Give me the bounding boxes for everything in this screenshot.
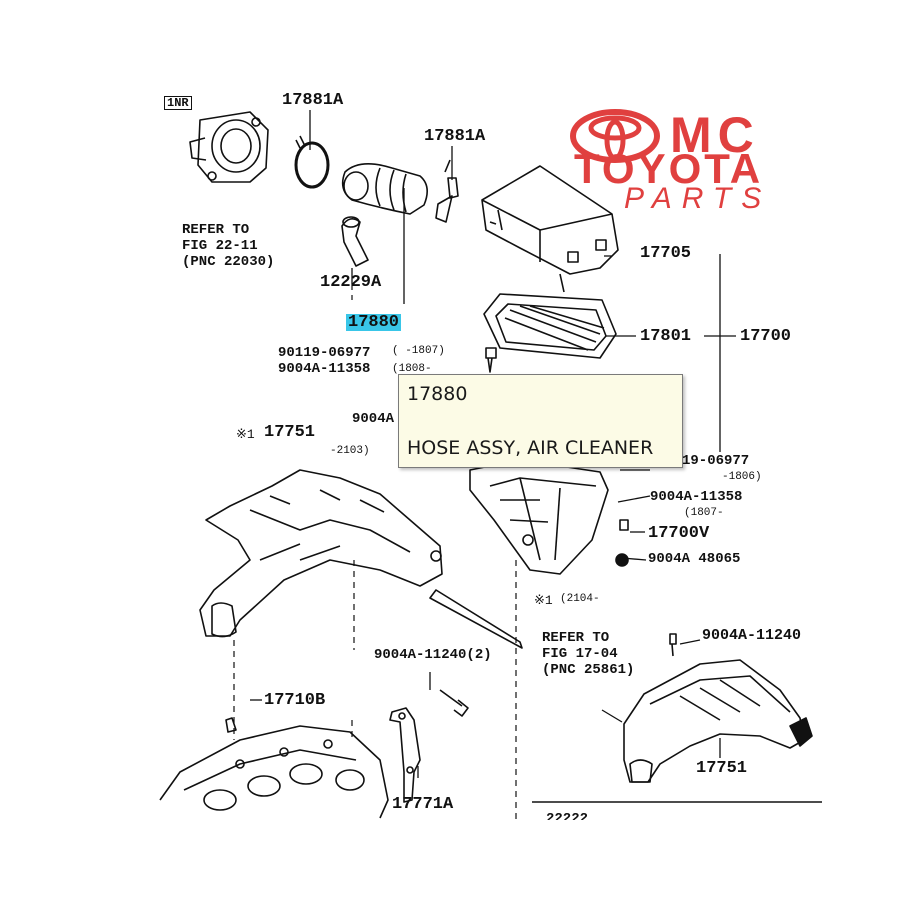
omc-toyota-logo: MC TOYOTA PARTS xyxy=(570,108,850,218)
part-tooltip: 17880 HOSE ASSY, AIR CLEANER xyxy=(398,374,683,468)
part-90119-06977-right[interactable]: 19-06977 xyxy=(682,453,750,469)
part-17771a[interactable]: 17771A xyxy=(392,795,454,814)
part-9004a-11358-right[interactable]: 9004A-11358 xyxy=(650,489,743,505)
part-9004a-48065[interactable]: 9004A 48065 xyxy=(648,551,741,567)
range-2104: (2104- xyxy=(560,593,600,605)
part-17801[interactable]: 17801 xyxy=(640,327,692,346)
refer-to-fig-17[interactable]: REFER TO FIG 17-04 (PNC 25861) xyxy=(542,630,634,678)
refer-22-line2: FIG 22-11 xyxy=(182,238,258,255)
range-1808: (1808- xyxy=(392,363,432,375)
refer-22-line1: REFER TO xyxy=(182,222,250,238)
cylinder-head-drawing xyxy=(159,717,389,819)
part-cut-off-label: 22222 xyxy=(546,812,589,820)
part-9004a-11358-left[interactable]: 9004A-11358 xyxy=(278,361,371,377)
range-1807: ( -1807) xyxy=(392,345,445,357)
tooltip-part-number: 17880 xyxy=(407,383,468,405)
part-9004a-11240-right[interactable]: 9004A-11240 xyxy=(702,627,802,644)
grommet-drawing xyxy=(615,553,629,567)
part-9004a-11240-x2[interactable]: 9004A-11240(2) xyxy=(374,647,492,663)
engine-tag: 1NR xyxy=(164,96,192,110)
dashed-guides xyxy=(233,284,517,820)
part-17705[interactable]: 17705 xyxy=(640,244,692,263)
rod-drawing xyxy=(429,589,523,649)
logo-line-parts: PARTS xyxy=(624,182,772,215)
air-filter-element-drawing xyxy=(483,293,617,359)
refer-17-line2: FIG 17-04 xyxy=(542,646,618,663)
intake-duct-left-drawing xyxy=(199,469,443,638)
part-90119-06977[interactable]: 90119-06977 xyxy=(278,345,371,361)
clamp-right-drawing xyxy=(435,159,459,223)
small-pipe-drawing xyxy=(341,216,369,267)
leader-lines xyxy=(250,110,736,778)
part-17751-bottom[interactable]: 17751 xyxy=(696,759,748,778)
part-17881a-right[interactable]: 17881A xyxy=(424,127,486,146)
clamp-left-drawing xyxy=(294,135,330,189)
note-mark-1-top: ※1 xyxy=(236,427,255,442)
refer-17-line1: REFER TO xyxy=(542,630,610,646)
toyota-emblem-icon xyxy=(570,109,660,163)
part-17880-highlighted[interactable]: 17880 xyxy=(346,313,402,332)
range-1807-right: (1807- xyxy=(684,507,724,519)
part-17751-top[interactable]: 17751 xyxy=(264,423,316,442)
bracket-drawing xyxy=(389,707,421,803)
tooltip-description: HOSE ASSY, AIR CLEANER xyxy=(407,437,654,459)
part-17700[interactable]: 17700 xyxy=(740,327,792,346)
part-17700v[interactable]: 17700V xyxy=(648,524,710,543)
refer-22-line3: (PNC 22030) xyxy=(182,254,275,271)
logo-line-toyota: TOYOTA xyxy=(574,145,764,192)
logo-line-mc: MC xyxy=(670,107,760,163)
air-cleaner-cap-drawing xyxy=(481,165,619,293)
refer-to-fig-22[interactable]: REFER TO FIG 22-11 (PNC 22030) xyxy=(182,222,274,270)
throttle-body-drawing xyxy=(189,111,269,183)
bolt-right-drawing xyxy=(619,519,629,531)
air-hose-drawing xyxy=(341,163,428,215)
intake-duct-right-drawing xyxy=(623,633,813,783)
part-17881a-left[interactable]: 17881A xyxy=(282,91,344,110)
bolt-mid-drawing xyxy=(439,689,469,717)
note-mark-1-bottom: ※1 xyxy=(534,593,553,608)
range-2103: -2103) xyxy=(330,445,370,457)
range-1806: -1806) xyxy=(722,471,762,483)
part-12229a[interactable]: 12229A xyxy=(320,273,382,292)
part-17710b[interactable]: 17710B xyxy=(264,691,326,710)
part-9004a-partial[interactable]: 9004A xyxy=(352,411,395,427)
bolt-drawing xyxy=(485,347,497,373)
air-cleaner-case-drawing xyxy=(469,459,609,575)
refer-17-line3: (PNC 25861) xyxy=(542,662,635,679)
